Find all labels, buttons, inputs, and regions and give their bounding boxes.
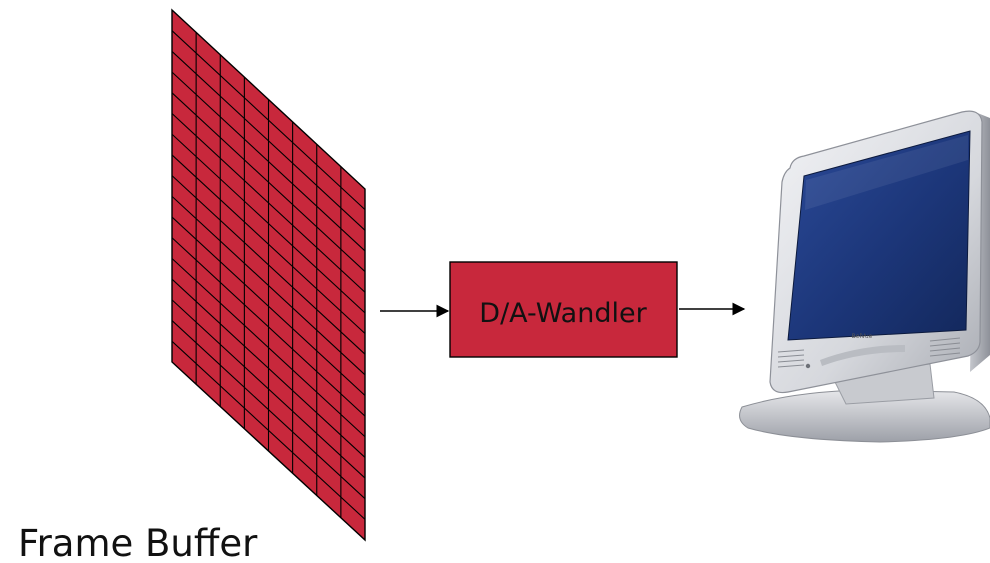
monitor-power-button [805, 363, 811, 369]
monitor-brand: BelVue [852, 333, 873, 340]
frame-buffer [171, 8, 366, 542]
monitor-speaker-grille-right [929, 337, 961, 357]
da-converter-box [449, 261, 678, 358]
frame-buffer-grid-lines [171, 30, 366, 520]
monitor-screen [787, 130, 971, 341]
monitor-speaker-grille-left [777, 349, 805, 368]
frame-buffer-label: Frame Buffer [18, 522, 258, 563]
da-converter-block: D/A-Wandler [449, 261, 678, 358]
da-converter-label: D/A-Wandler [479, 298, 647, 329]
crt-monitor-icon: BelVue [739, 110, 990, 443]
